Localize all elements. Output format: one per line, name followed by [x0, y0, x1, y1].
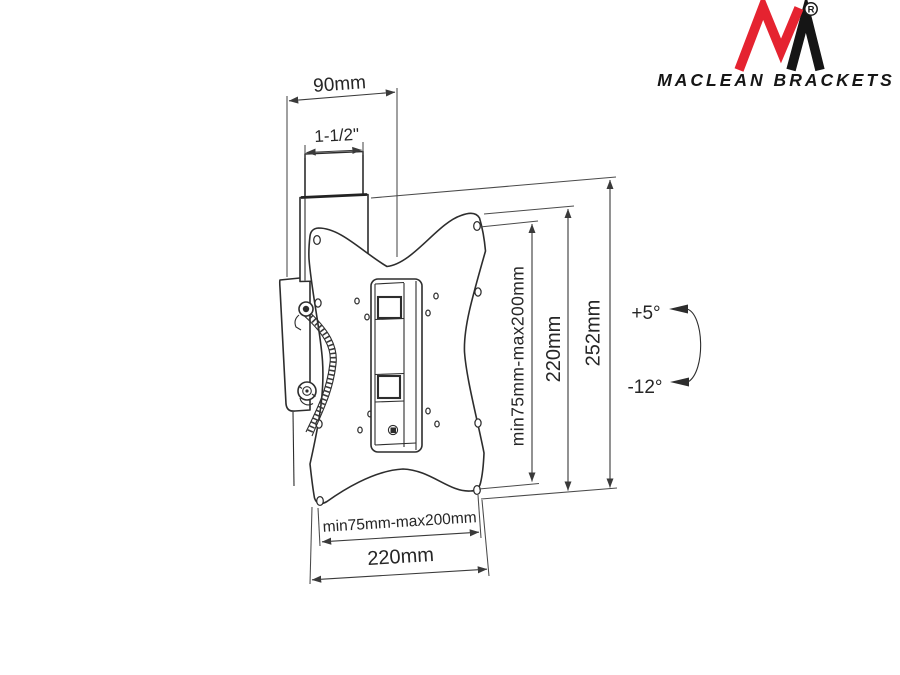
logo-m-red-icon — [734, 0, 804, 72]
dim-label-height-overall: 252mm — [583, 300, 605, 367]
mount-tube — [304, 150, 364, 200]
dimension-height-overall: 252mm — [370, 176, 618, 500]
tilt-arc — [686, 308, 702, 383]
pivot-bolts — [294, 301, 317, 406]
dim-label-height-inner: 220mm — [543, 316, 565, 383]
rail-screw-head — [390, 427, 396, 433]
dimension-height-inner: 220mm — [483, 205, 575, 491]
rail-screw — [387, 424, 399, 436]
dimension-vesa-vertical: min75mm-max200mm — [478, 220, 540, 490]
tilt-slot-hatched-edge — [300, 308, 337, 437]
small-hole — [425, 309, 431, 317]
small-hole — [354, 297, 360, 305]
registered-trademark-icon — [804, 2, 818, 16]
dim-label-90mm: 90mm — [313, 72, 367, 97]
dimension-arm-depth: 90mm — [286, 72, 398, 277]
logo-m-black-icon — [786, 0, 825, 72]
dim-label-tube: 1-1/2" — [314, 125, 360, 146]
dimension-tube-diameter: 1-1/2" — [304, 125, 364, 158]
tilt-arrow-up-icon — [669, 304, 688, 314]
rail-outer — [370, 278, 423, 453]
vesa-hole — [473, 484, 481, 496]
rail-notch-top — [376, 295, 403, 320]
maclean-logo: R MACLEAN BRACKETS — [657, 0, 895, 90]
bracket-assembly — [278, 150, 487, 507]
collar-top-edge — [300, 193, 368, 199]
vesa-hole — [474, 287, 482, 297]
dim-label-vesa-vertical: min75mm-max200mm — [508, 266, 528, 446]
wall-plate-edge-line — [292, 411, 295, 487]
vesa-hole — [314, 298, 322, 308]
vesa-hole — [313, 234, 321, 246]
vesa-hole — [473, 220, 481, 232]
vesa-hole — [474, 418, 482, 428]
small-hole — [364, 313, 370, 321]
small-hole — [433, 292, 439, 300]
tilt-up-label: +5° — [631, 303, 660, 324]
dim-label-plate-width: 220mm — [367, 544, 435, 570]
small-hole — [434, 420, 440, 428]
small-hole — [357, 426, 363, 434]
small-hole — [425, 407, 431, 415]
vesa-hole — [316, 495, 324, 507]
bolt-hook — [294, 314, 302, 331]
bolt-washer — [299, 397, 314, 406]
dimension-plate-width: 220mm — [309, 499, 490, 585]
tilt-angle-indicator: +5° -12° — [627, 303, 702, 398]
brand-wordmark: MACLEAN BRACKETS — [657, 70, 895, 90]
vesa-holes — [313, 220, 482, 507]
tilt-down-label: -12° — [627, 377, 662, 398]
tilt-arrow-down-icon — [670, 377, 689, 387]
registered-trademark-letter: R — [808, 5, 815, 16]
rail-block — [370, 278, 423, 453]
rail-notch-bottom — [376, 374, 402, 400]
